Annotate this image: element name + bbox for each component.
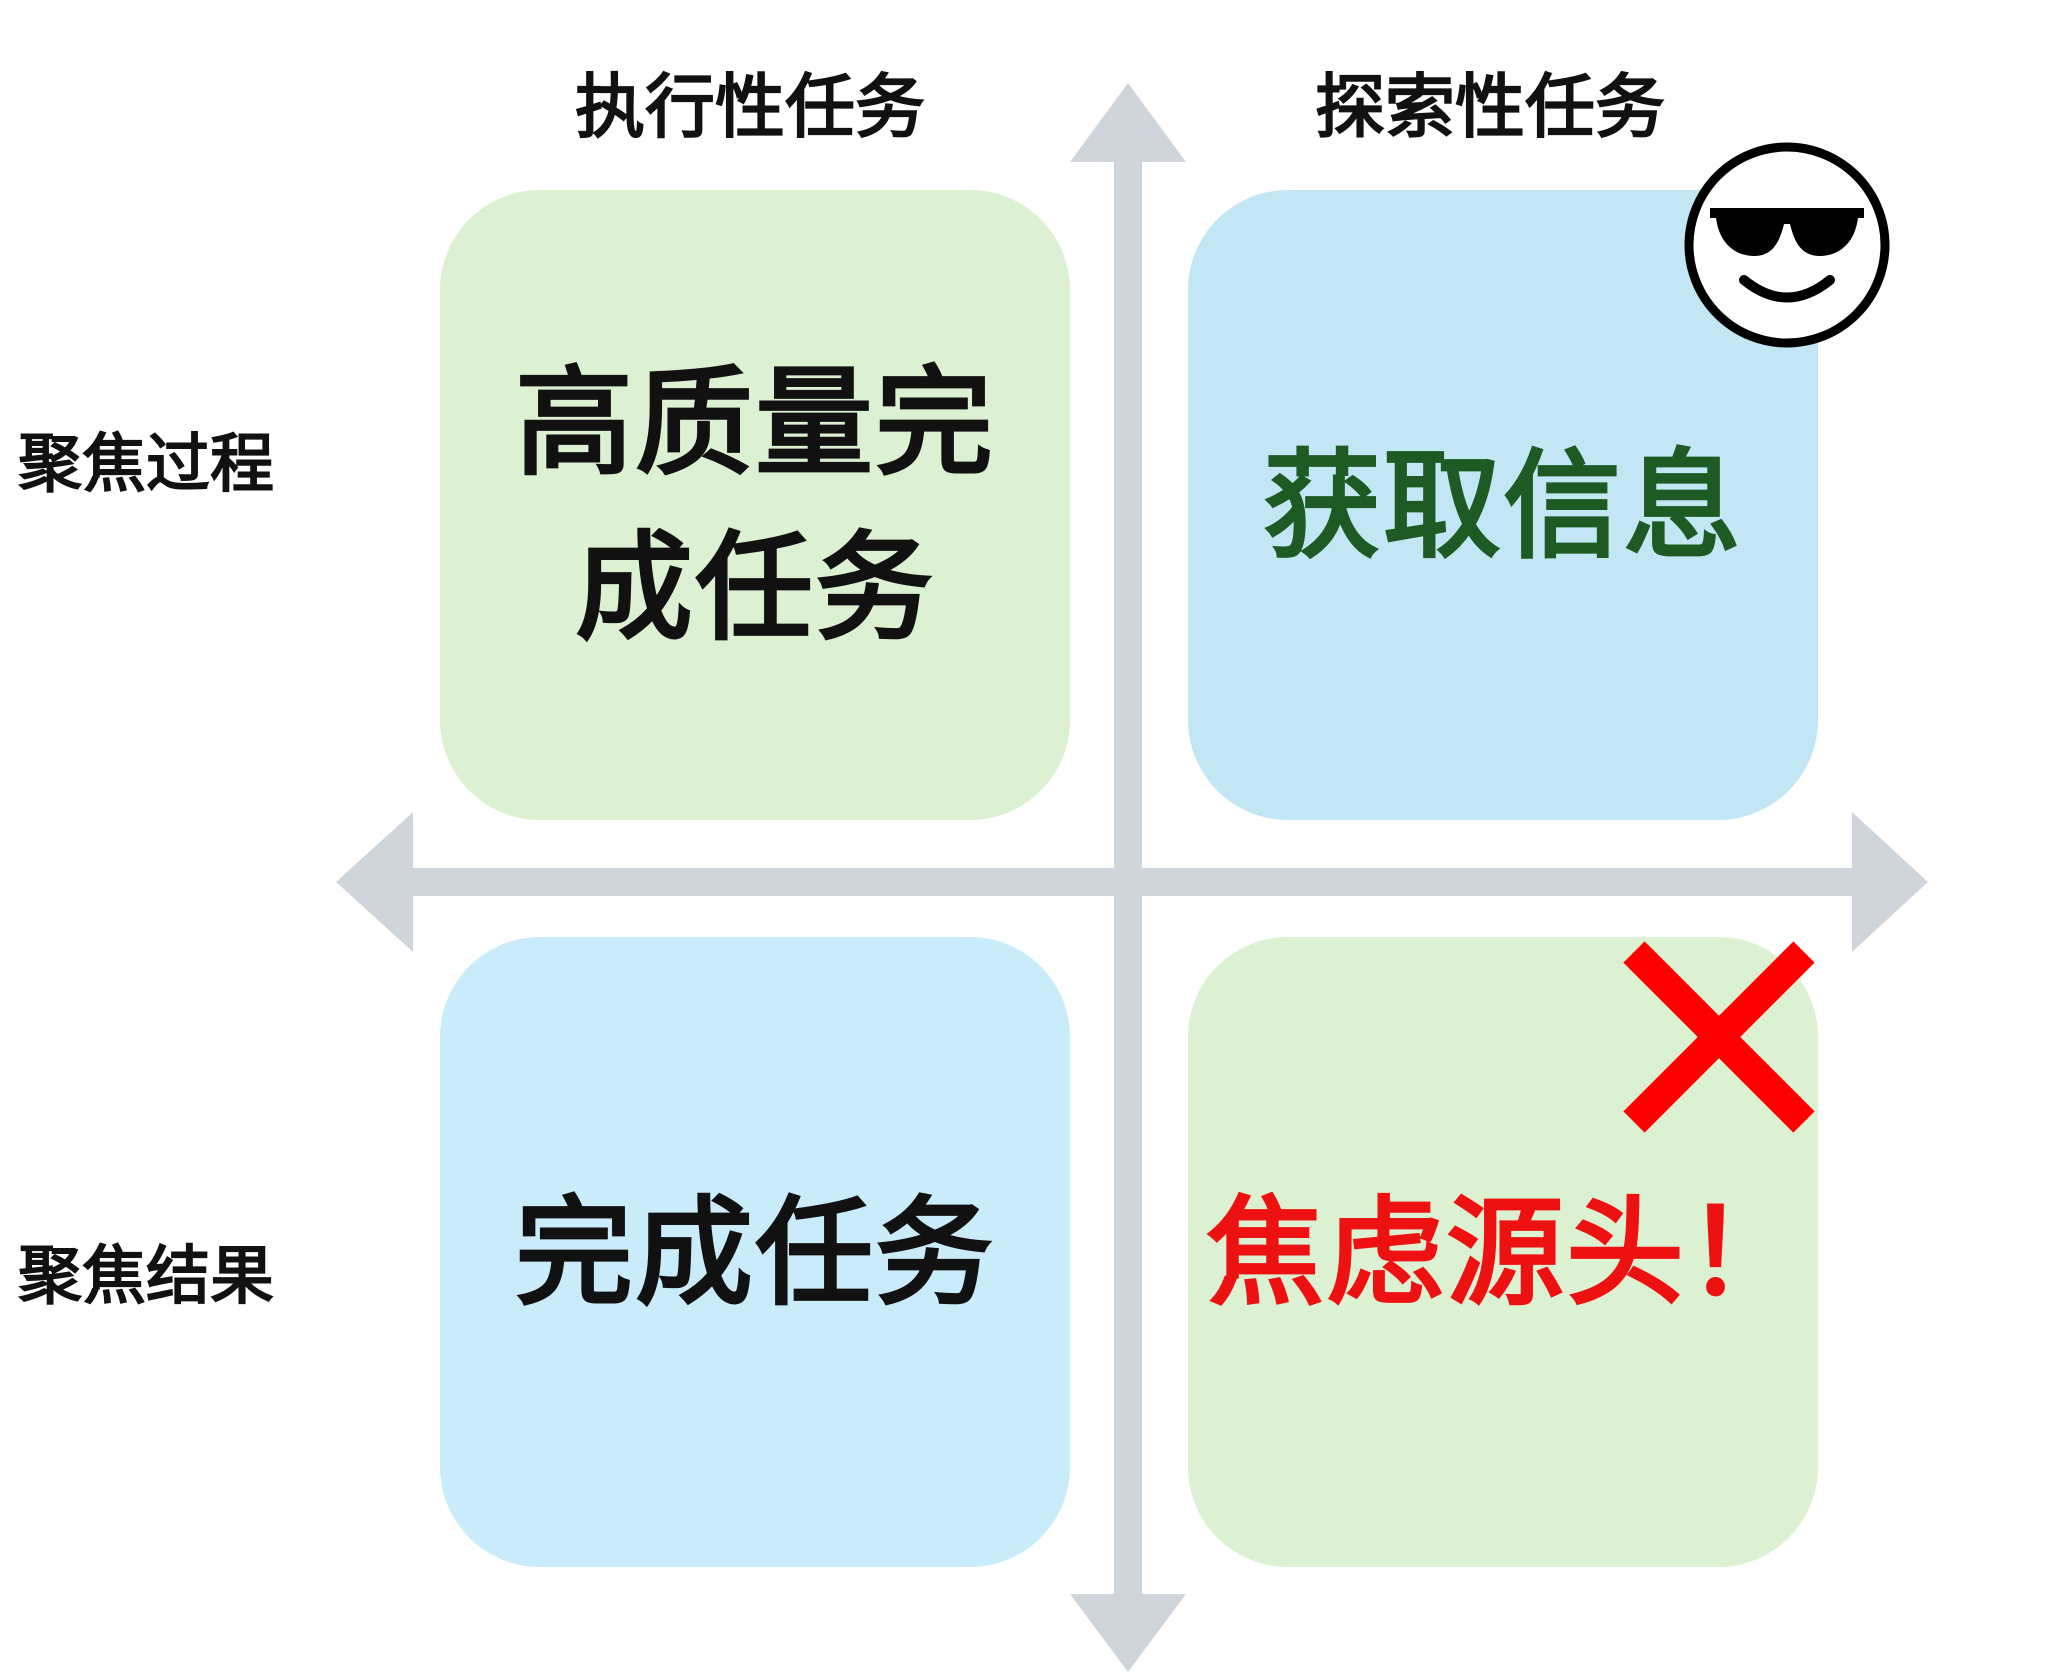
quadrant-top-left: 高质量完 成任务 (440, 190, 1070, 820)
quadrant-top-left-text: 高质量完 成任务 (515, 340, 995, 670)
arrow-up (1070, 83, 1186, 162)
arrow-left (336, 812, 413, 952)
quadrant-bottom-left-text: 完成任务 (514, 1182, 995, 1322)
row-label-result: 聚焦结果 (18, 1239, 274, 1314)
quadrant-bottom-left: 完成任务 (440, 937, 1070, 1567)
arrow-down (1070, 1594, 1186, 1672)
row-label-process: 聚焦过程 (18, 427, 274, 502)
horizontal-axis (410, 868, 1855, 896)
quadrant-top-left-line1: 高质量完 (514, 353, 995, 492)
quadrant-top-right-text: 获取信息 (1262, 435, 1743, 575)
quadrant-bottom-right-text: 焦虑源头！ (1206, 1182, 1807, 1322)
column-label-execution: 执行性任务 (575, 65, 925, 148)
arrow-right (1852, 812, 1928, 952)
quadrant-top-left-line2: 成任务 (574, 518, 935, 657)
red-cross-icon (1623, 941, 1815, 1133)
sunglasses-smiley-icon (1684, 142, 1890, 348)
column-label-exploration: 探索性任务 (1315, 65, 1665, 148)
